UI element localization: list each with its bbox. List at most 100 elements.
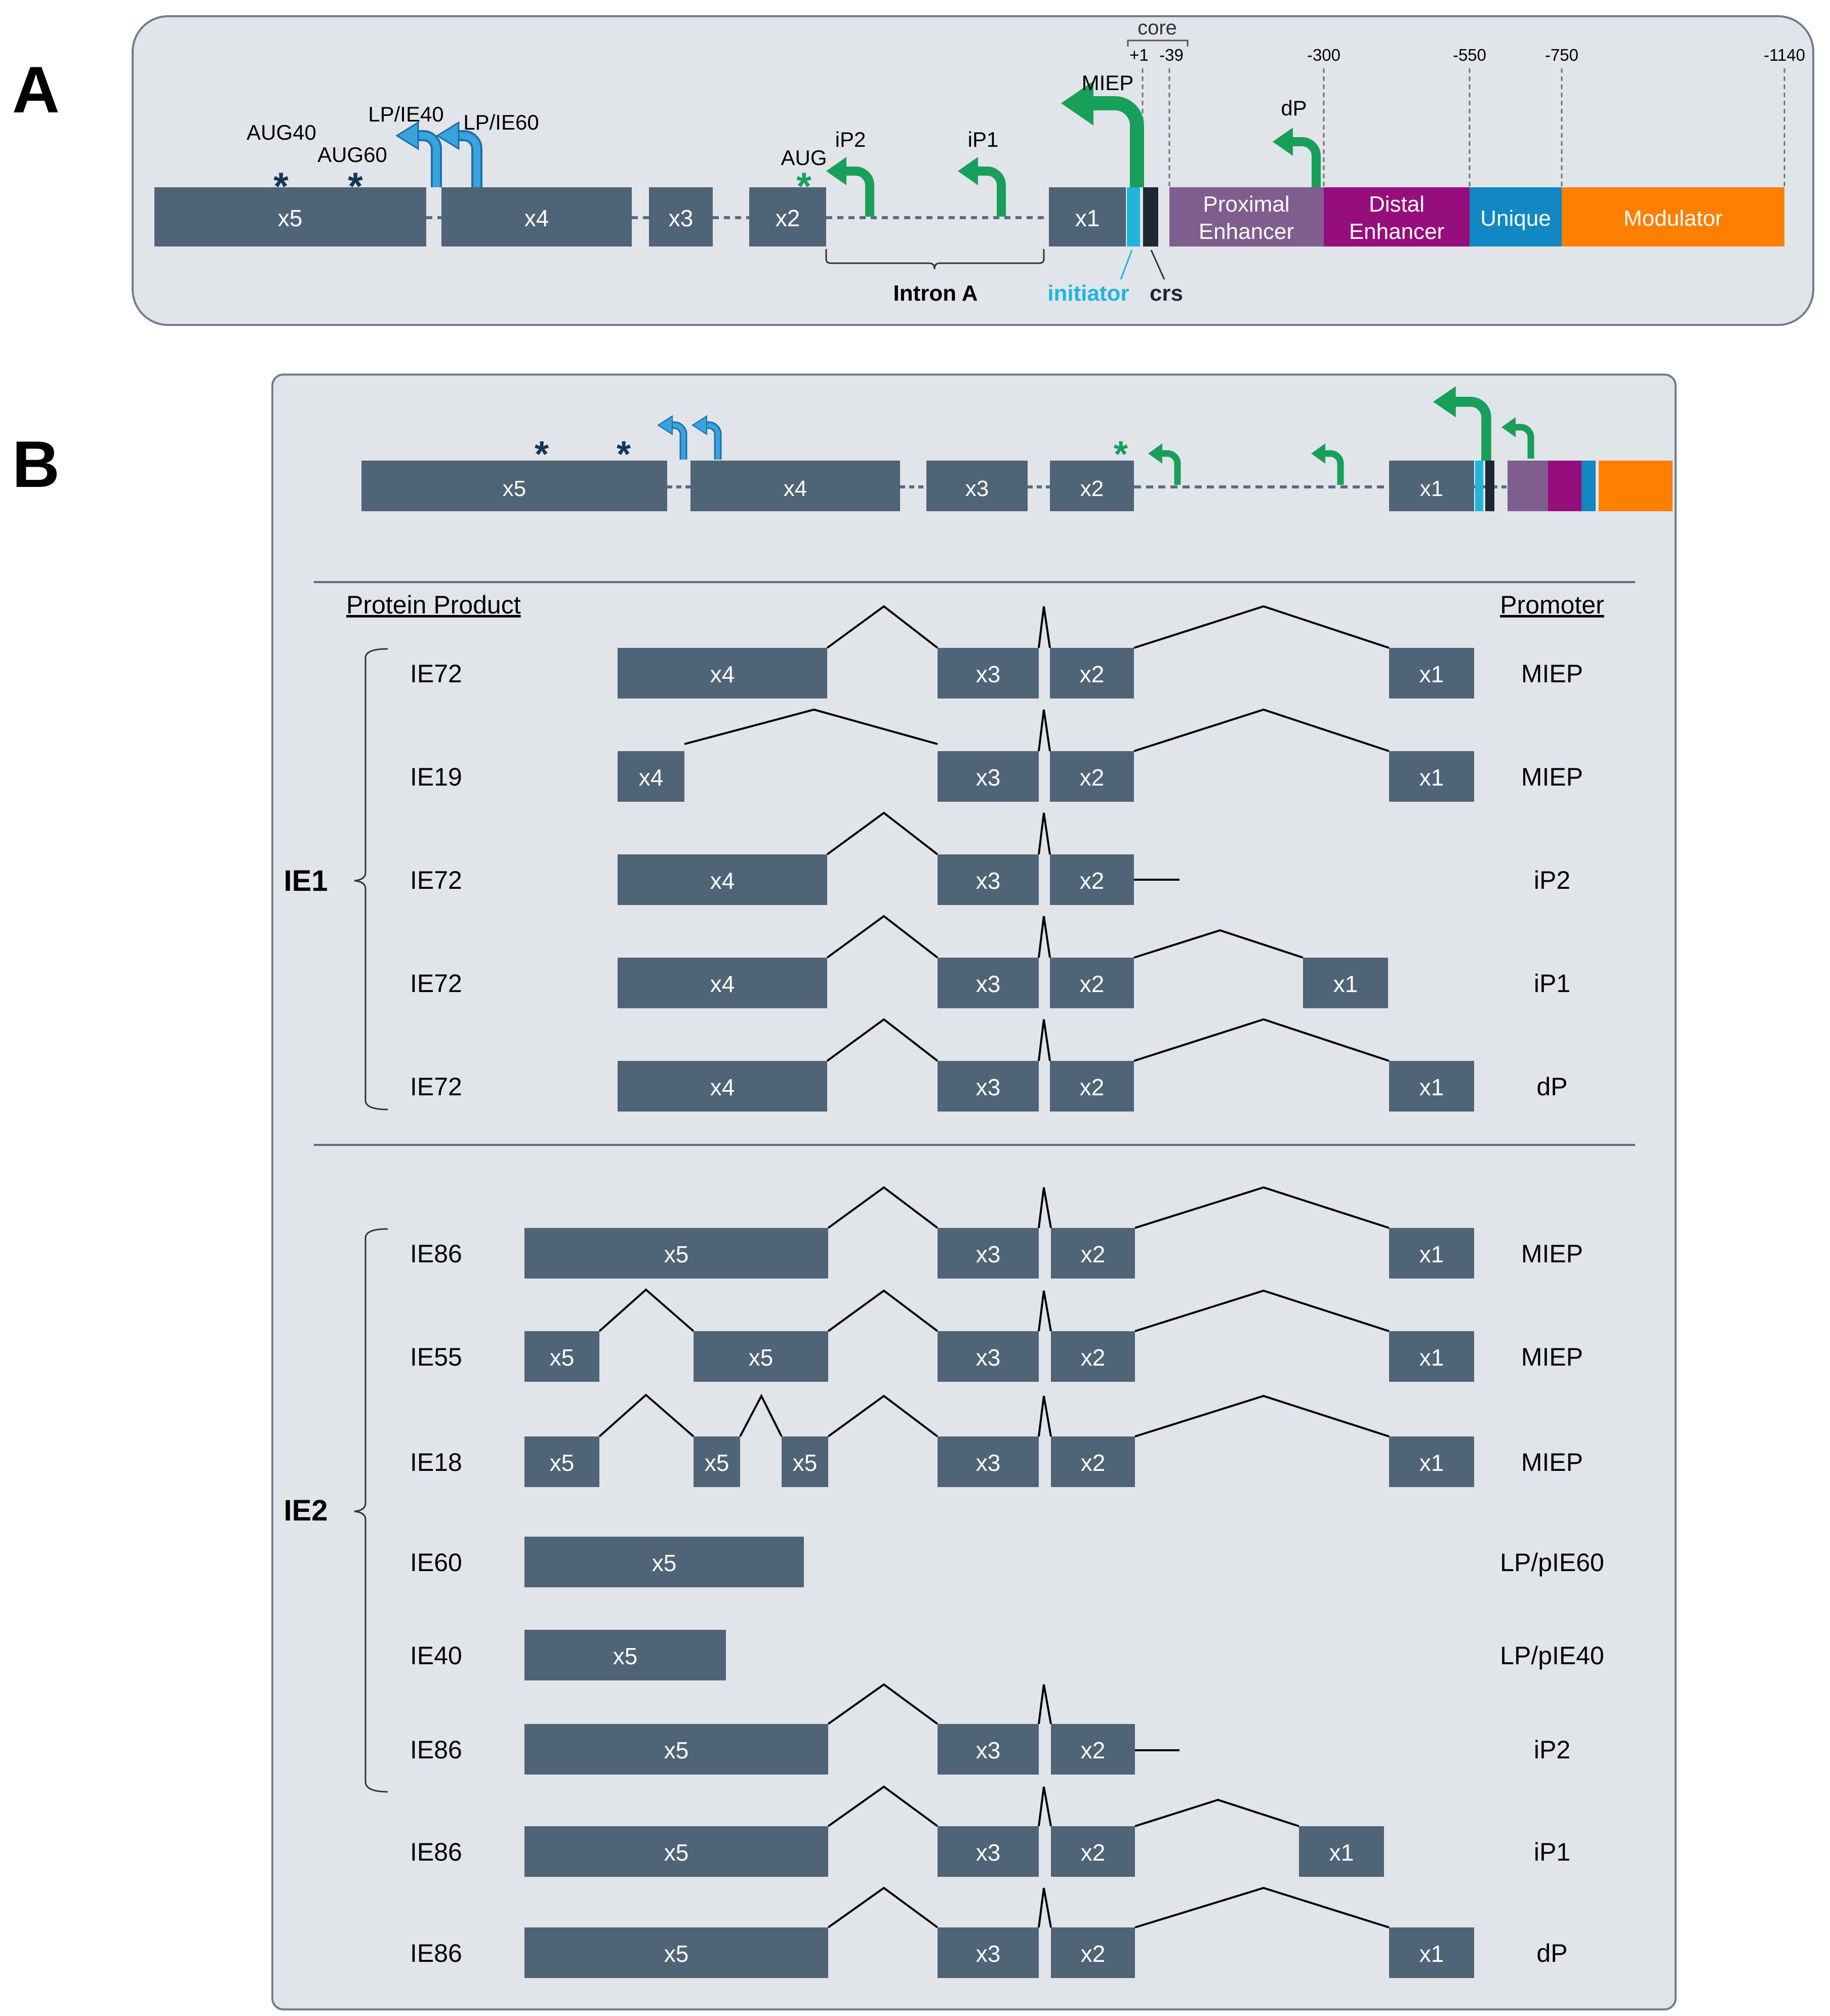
exon-x5	[524, 1724, 828, 1775]
exon-label: x2	[1081, 1737, 1106, 1763]
exon-label: x1	[1329, 1839, 1354, 1866]
exon-x2	[1051, 1228, 1135, 1279]
position-label: +1	[1129, 46, 1149, 64]
exon-x4	[618, 1061, 827, 1112]
exon-label: x4	[710, 971, 735, 997]
header-exon-x4	[690, 461, 900, 511]
exon-x3	[938, 1724, 1039, 1775]
exon-x3	[649, 187, 713, 246]
column-header-promoter: Promoter	[1500, 591, 1604, 619]
exon-label: x3	[976, 764, 1001, 791]
exon-x3	[938, 1061, 1039, 1112]
exon-x3	[938, 648, 1039, 698]
protein-product: IE40	[410, 1641, 462, 1670]
group-ie1-label: IE1	[283, 865, 328, 897]
initiator-label: initiator	[1047, 281, 1129, 306]
splice-line	[1038, 1786, 1052, 1827]
promoter-name: dP	[1536, 1939, 1567, 1967]
ie1-row-5: IE72 dP x4 x3 x2 x1	[410, 1018, 1568, 1112]
exon-x5	[524, 1826, 828, 1877]
exon-label: x3	[976, 1074, 1001, 1100]
exon-x4	[441, 187, 632, 246]
exon-x5	[782, 1436, 828, 1487]
exon-x5	[524, 1537, 804, 1587]
region-label-1: Unique	[1480, 206, 1551, 231]
exon-x5	[524, 1630, 726, 1680]
exon-label: x5	[503, 476, 526, 501]
protein-product: IE86	[410, 1736, 462, 1764]
splice-line	[826, 605, 939, 649]
region-label-2: Enhancer	[1349, 219, 1444, 244]
splice-line	[598, 1288, 695, 1332]
exon-x2	[1050, 1061, 1134, 1112]
exon-label: x3	[965, 476, 989, 501]
header-crs	[1485, 461, 1494, 511]
core-label: core	[1137, 17, 1177, 39]
unique-region	[1470, 187, 1562, 246]
splice-line	[826, 1018, 939, 1062]
exon-x5	[524, 1228, 828, 1279]
exon-label: x2	[1080, 971, 1105, 997]
promoter-name: LP/pIE40	[1500, 1641, 1604, 1670]
exon-label: x1	[1419, 1241, 1444, 1267]
exon-x3	[938, 1826, 1039, 1877]
exon-label: x2	[1080, 1074, 1105, 1100]
ie2-row-4: IE60 LP/pIE60 x5	[410, 1537, 1604, 1587]
exon-label: x1	[1075, 205, 1100, 231]
exon-label: x1	[1333, 971, 1358, 997]
protein-product: IE60	[410, 1548, 462, 1577]
protein-product: IE86	[410, 1838, 462, 1866]
splice-line	[827, 1683, 939, 1725]
exon-label: x5	[664, 1839, 689, 1866]
splice-line	[1134, 1394, 1390, 1437]
splice-line	[826, 915, 939, 959]
header-modulator	[1599, 461, 1673, 511]
exon-label: x1	[1419, 1074, 1444, 1100]
intron-a-label: Intron A	[893, 281, 978, 306]
protein-product: IE86	[410, 1240, 462, 1268]
panel-b-label: B	[12, 427, 60, 501]
promoter-name: iP2	[1534, 1736, 1570, 1764]
exon-x1	[1389, 1061, 1474, 1112]
promoter-name: iP1	[1534, 969, 1570, 998]
splice-line	[1038, 1395, 1052, 1437]
splice-line	[827, 1186, 939, 1229]
exon-label: x3	[976, 868, 1001, 894]
header-unique	[1581, 461, 1596, 511]
exon-label: x2	[1080, 764, 1105, 791]
header-aug60-asterisk-icon: *	[617, 434, 631, 475]
splice-line	[1133, 605, 1390, 649]
intron-brace-icon	[825, 249, 1045, 270]
exon-x2	[1050, 648, 1134, 698]
header-exon-x3	[926, 461, 1028, 511]
splice-line	[1038, 916, 1051, 958]
exon-x3	[938, 751, 1039, 802]
ie2-row-5: IE40 LP/pIE40 x5	[410, 1630, 1604, 1680]
ie1-row-1: IE72 MIEP x4 x3 x2 x1	[410, 605, 1583, 698]
exon-label: x3	[976, 1241, 1001, 1267]
promoter-name: iP1	[1534, 1838, 1570, 1866]
promoter-name: MIEP	[1521, 1240, 1583, 1268]
exon-label: x1	[1419, 1450, 1444, 1476]
splice-line	[1133, 1018, 1390, 1062]
exon-label: x2	[1081, 1941, 1106, 1967]
exon-x1	[1389, 1927, 1474, 1978]
position-label: -1140	[1764, 46, 1805, 64]
splice-line	[598, 1393, 695, 1437]
initiator-element	[1127, 187, 1140, 246]
promoter-name: iP2	[1534, 866, 1570, 894]
ip2-label: iP2	[835, 128, 866, 151]
exon-label: x4	[710, 868, 735, 894]
exon-label: x3	[669, 205, 694, 231]
exon-label: x2	[1081, 1450, 1106, 1476]
region-label-1: Proximal	[1203, 192, 1289, 217]
exon-label: x5	[705, 1450, 729, 1476]
exon-label: x3	[976, 1344, 1001, 1371]
exon-x3	[938, 1927, 1039, 1978]
splice-line	[1133, 929, 1304, 959]
ip1-label: iP1	[968, 128, 999, 151]
exon-label: x5	[613, 1643, 638, 1669]
panel-a-label: A	[12, 53, 60, 127]
exon-x5	[694, 1436, 740, 1487]
exon-x2	[1051, 1331, 1135, 1382]
